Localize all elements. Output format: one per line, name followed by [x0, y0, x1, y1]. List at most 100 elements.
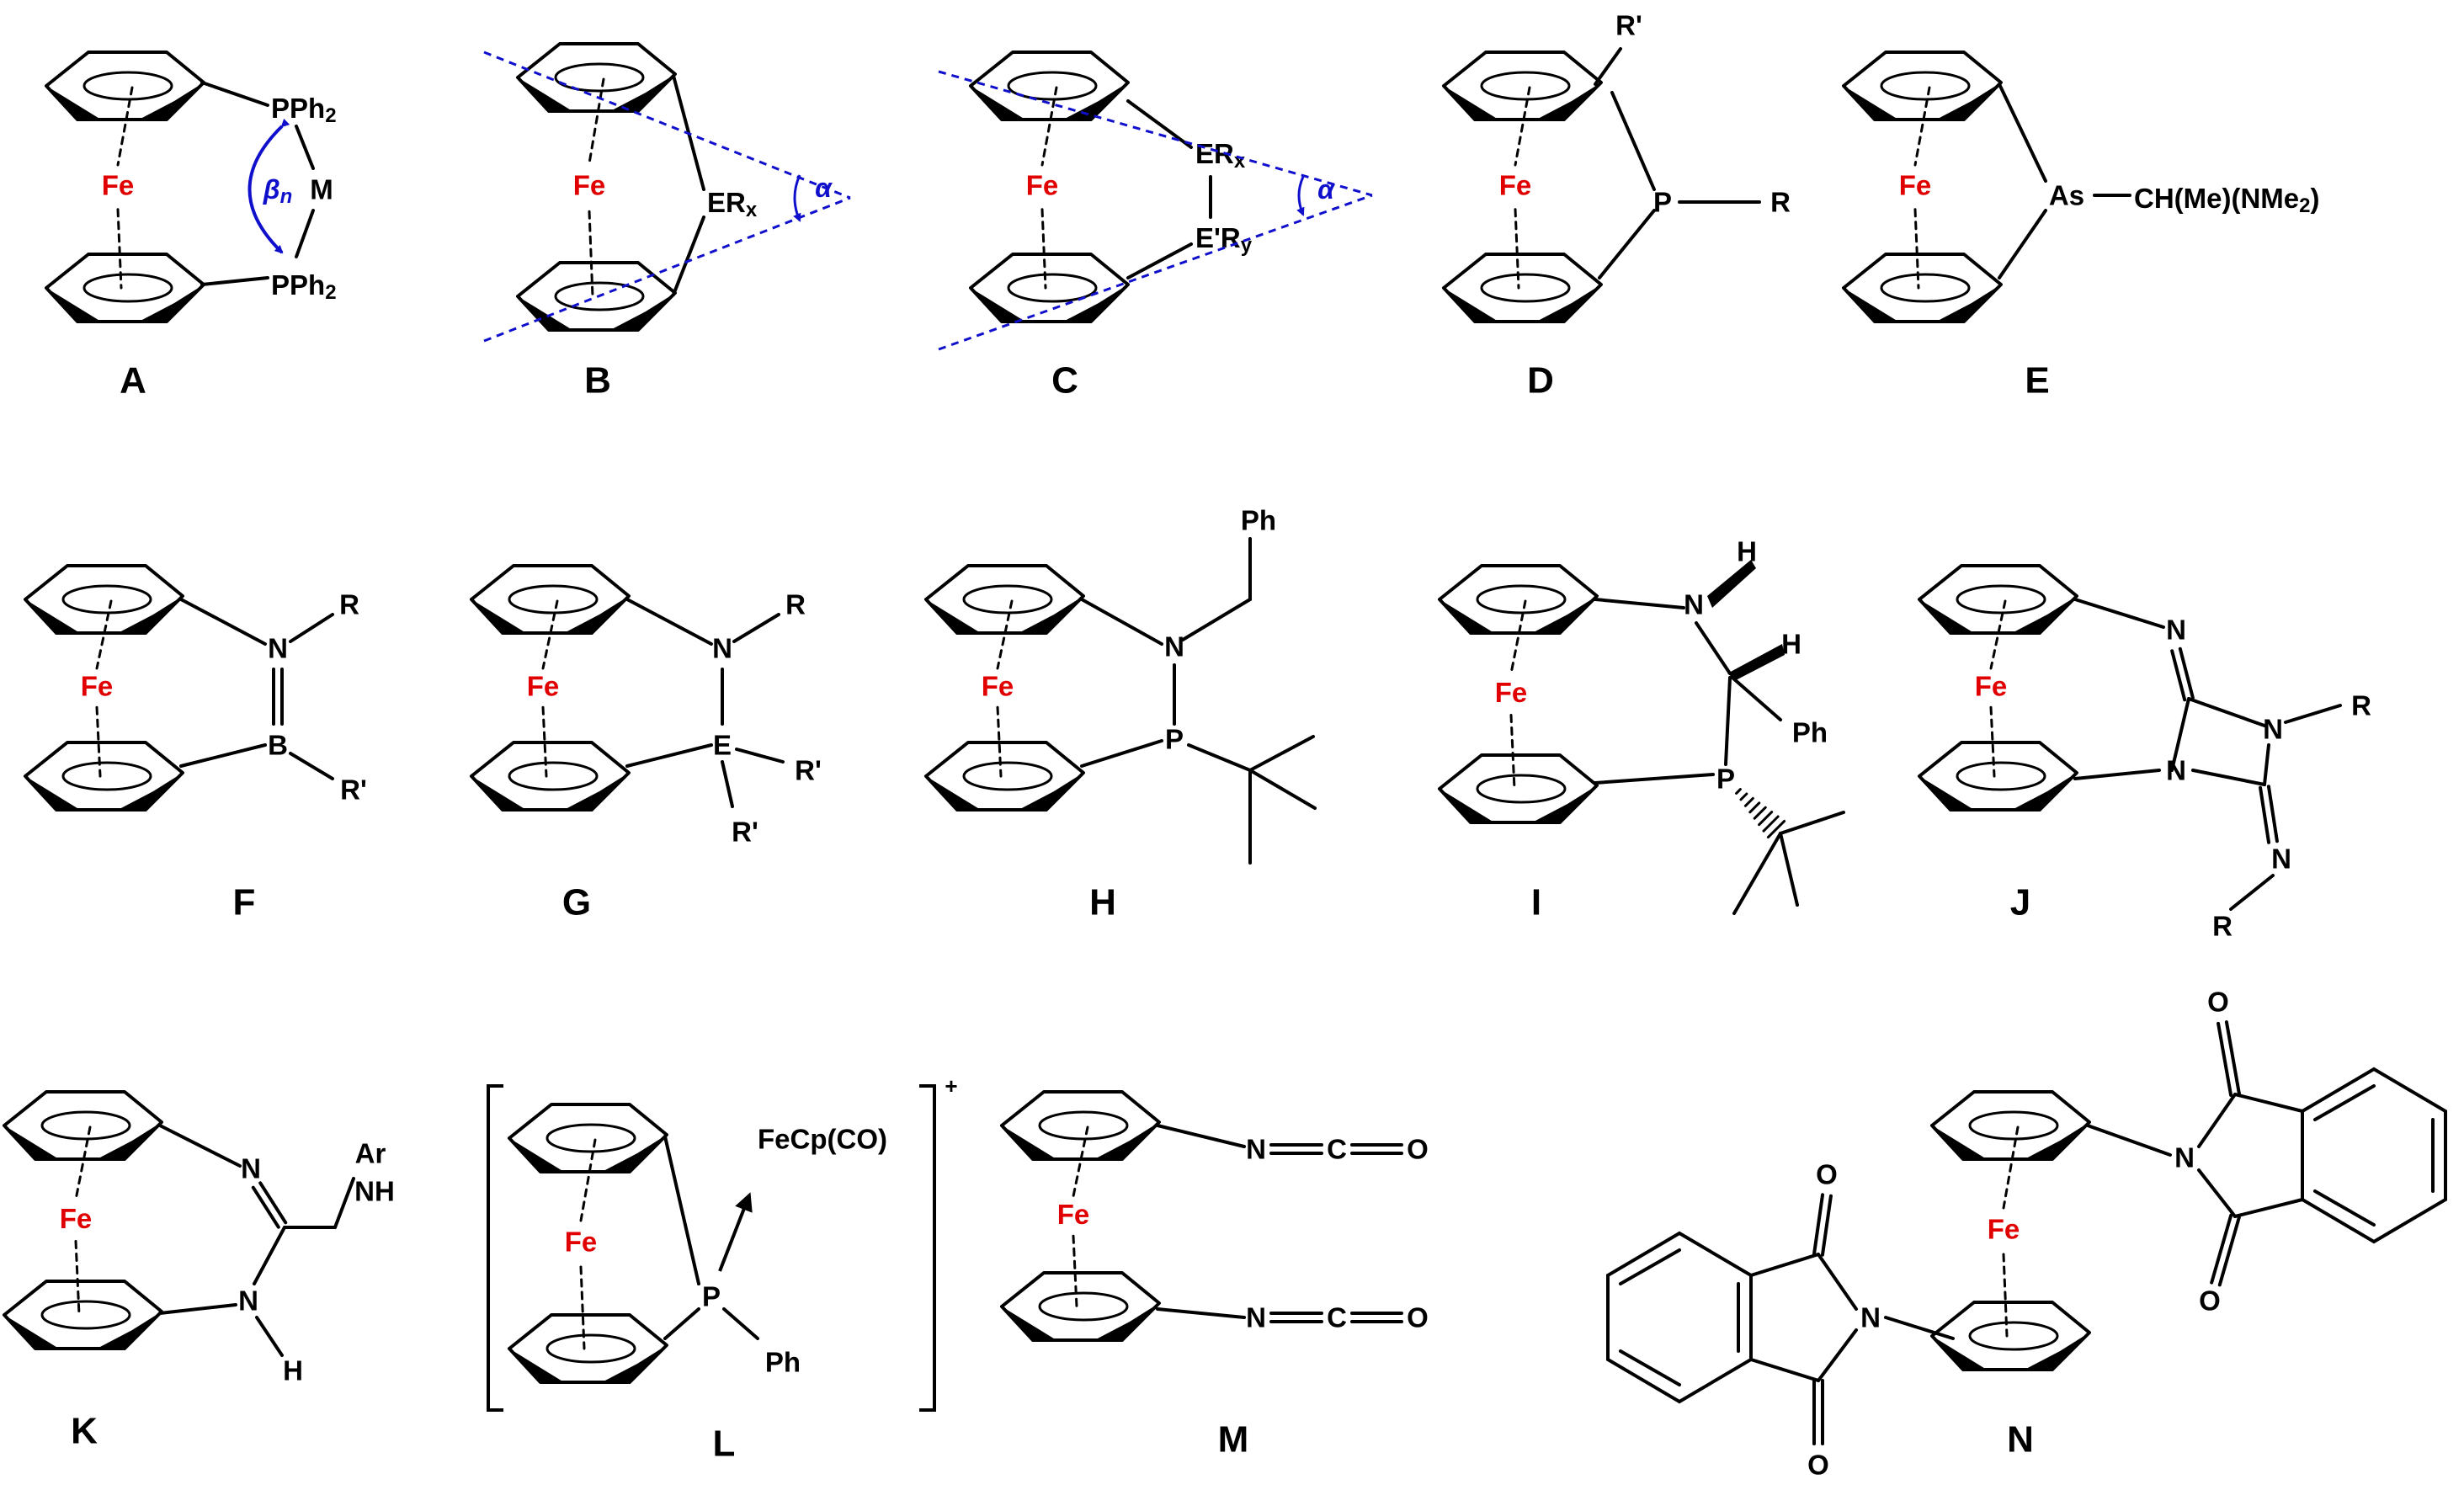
- K-bond: [253, 1226, 286, 1285]
- A-cp-top-bold-edge: [139, 82, 204, 120]
- J-r-2: R: [2212, 911, 2233, 942]
- L-cp-top-aromatic-circle: [545, 1123, 636, 1153]
- F-r-prime: R': [340, 774, 367, 806]
- N-cp-bottom-aromatic-circle: [1968, 1321, 2059, 1351]
- compound-label: A: [120, 360, 146, 402]
- G-cp-bottom: [470, 741, 631, 812]
- E-cp-top: [1842, 51, 2003, 121]
- compound-label: M: [1218, 1419, 1249, 1461]
- K-cp-top-bold-edge: [4, 1125, 59, 1159]
- L-bond: [663, 1307, 700, 1340]
- A-metal-m: M: [310, 174, 333, 205]
- I-cp-bottom-bold-edge: [1440, 789, 1494, 822]
- I-tbu-bond: [1732, 832, 1782, 915]
- C-cp-bottom-aromatic-circle: [1007, 273, 1098, 303]
- L-phenyl: Ph: [765, 1347, 801, 1378]
- I-cp-bottom: [1438, 753, 1599, 824]
- N-cp-top-aromatic-circle: [1968, 1110, 2059, 1141]
- N-oxygen-3: O: [1816, 1159, 1838, 1190]
- N-fe-atom: Fe: [1988, 1214, 2020, 1245]
- A-pph2-top-main: PPh: [271, 93, 325, 124]
- K-aryl: Ar: [355, 1138, 386, 1169]
- F-bond: [179, 598, 267, 646]
- L-fecp-co: FeCp(CO): [758, 1124, 887, 1155]
- K-cp-top-aromatic-circle: [40, 1110, 131, 1141]
- N-fe-bond: [2002, 1125, 2020, 1210]
- compound-label: E: [2025, 360, 2049, 402]
- G-cp-bottom-bold-edge: [564, 773, 629, 810]
- H-bond: [1080, 598, 1163, 646]
- I-hash-bond: [1753, 806, 1767, 820]
- G-fe-bond: [541, 599, 559, 670]
- K-fe-bond: [74, 1240, 81, 1317]
- E-arsenic: As: [2049, 180, 2084, 211]
- J-r-1: R: [2351, 690, 2371, 721]
- N-benzene-ring-2: [1606, 1231, 1753, 1404]
- F-bond: [179, 743, 267, 768]
- A-p-m-bond: [295, 209, 315, 258]
- B-tilt-arrow: [793, 174, 801, 222]
- K-nh: NH: [354, 1176, 395, 1207]
- K-cp-bottom: [3, 1280, 163, 1350]
- K-bond: [333, 1177, 355, 1229]
- J-fe-bond: [1989, 705, 1996, 778]
- I-hydrogen-2: H: [1781, 629, 1801, 660]
- M-fe-atom: Fe: [1057, 1199, 1090, 1230]
- J-fe-bond: [1989, 599, 2007, 670]
- F-cp-top-bold-edge: [118, 596, 183, 633]
- G-cp-top-bold-edge: [471, 599, 526, 633]
- J-nitrogen-1: N: [2166, 615, 2186, 646]
- M-bond: [1156, 1307, 1246, 1319]
- A-pph2-top: PPh2: [271, 93, 337, 127]
- I-phenyl: Ph: [1792, 717, 1828, 748]
- N-ring-bond: [1749, 1253, 1820, 1277]
- C-bond: [1126, 242, 1193, 279]
- I-bond: [1594, 773, 1715, 785]
- tilt-plane-line: [483, 51, 851, 200]
- G-fe-bond: [541, 705, 548, 778]
- C-cp-top: [969, 51, 1130, 121]
- compound-label: B: [584, 360, 611, 402]
- A-bond: [200, 276, 269, 286]
- L-fe-atom: Fe: [565, 1227, 598, 1258]
- I-fe-bond: [1509, 714, 1516, 790]
- M-fe-bond: [1072, 1234, 1078, 1308]
- H-bond: [1187, 743, 1252, 772]
- D-fe-bond: [1514, 208, 1520, 290]
- K-double-bond: [251, 1185, 280, 1229]
- I-hash-bond: [1739, 792, 1748, 801]
- H-bond: [1181, 598, 1252, 641]
- K-bond: [158, 1303, 237, 1315]
- H-cp-bottom-bold-edge: [1019, 773, 1083, 810]
- I-cp-top-bold-edge: [1532, 596, 1597, 633]
- J-cp-top: [1918, 564, 2078, 635]
- E-fe-atom: Fe: [1899, 170, 1932, 201]
- A-bite-angle-arrow: [247, 118, 290, 254]
- D-cp-top: [1442, 51, 1603, 121]
- A-pph2-bottom-main: PPh: [271, 269, 325, 301]
- J-ring-bond: [2191, 769, 2266, 786]
- M-carbon-2: C: [1327, 1302, 1347, 1333]
- I-fe-bond: [1509, 599, 1527, 675]
- B-cp-top: [516, 42, 677, 113]
- A-beta: β: [263, 174, 280, 205]
- C-cp-top-aromatic-circle: [1007, 71, 1098, 101]
- I-hash-bond: [1758, 811, 1774, 827]
- H-cp-top-bold-edge: [926, 599, 981, 633]
- C-eprime-ry: E'Ry: [1195, 222, 1253, 257]
- G-bond: [625, 743, 713, 768]
- L-dative-arrow: [718, 1192, 753, 1272]
- B-cp-top-bold-edge: [518, 77, 572, 111]
- F-nitrogen: N: [268, 633, 288, 664]
- A-cp-top-bold-edge: [46, 86, 101, 120]
- N-ring-bond: [2233, 1093, 2304, 1113]
- N-ring-bond: [2233, 1198, 2304, 1218]
- H-tbu-bond: [1248, 769, 1317, 810]
- F-boron: B: [268, 730, 288, 761]
- C-tilt-arrow: [1296, 176, 1305, 216]
- E-cp-bottom: [1842, 253, 2003, 323]
- J-nitrogen-2: N: [2263, 714, 2283, 745]
- J-double-bond: [2266, 785, 2279, 843]
- J-cp-bottom-bold-edge: [2012, 773, 2077, 810]
- C-cp-top-bold-edge: [1063, 82, 1128, 120]
